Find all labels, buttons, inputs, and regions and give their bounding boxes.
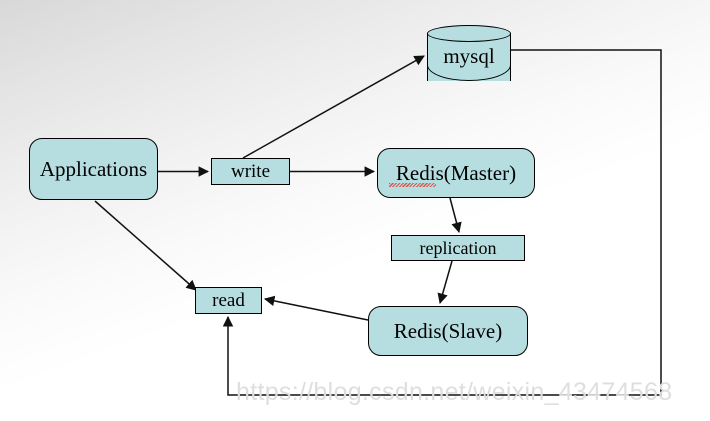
node-read-label: read <box>212 290 245 311</box>
node-mysql[interactable]: mysql <box>427 25 511 81</box>
node-replication-label: replication <box>419 238 497 258</box>
node-redis-master-label: Redis(Master) <box>395 160 517 185</box>
node-write-label: write <box>230 161 271 182</box>
edge-mysql-read <box>222 49 662 396</box>
node-redis-slave-label: Redis(Slave) <box>393 318 503 343</box>
watermark-text: https://blog.csdn.net/weixin_43474568 <box>236 378 673 406</box>
edge-applications-read <box>94 200 197 291</box>
spellcheck-squiggle-icon <box>389 183 436 187</box>
edge-redis-slave-read <box>263 295 369 321</box>
node-applications[interactable]: Applications <box>29 138 158 200</box>
node-replication[interactable]: replication <box>391 235 525 261</box>
node-write[interactable]: write <box>211 158 290 185</box>
edge-replication-redis-slave <box>437 260 453 305</box>
node-applications-label: Applications <box>39 156 148 181</box>
node-redis-master[interactable]: Redis(Master) <box>377 148 535 198</box>
cylinder-top <box>427 25 511 42</box>
node-read[interactable]: read <box>195 287 262 314</box>
node-redis-slave[interactable]: Redis(Slave) <box>368 306 528 356</box>
edge-redis-master-replication <box>449 197 462 234</box>
node-mysql-label: mysql <box>443 43 495 68</box>
edge-write-mysql <box>242 55 425 159</box>
